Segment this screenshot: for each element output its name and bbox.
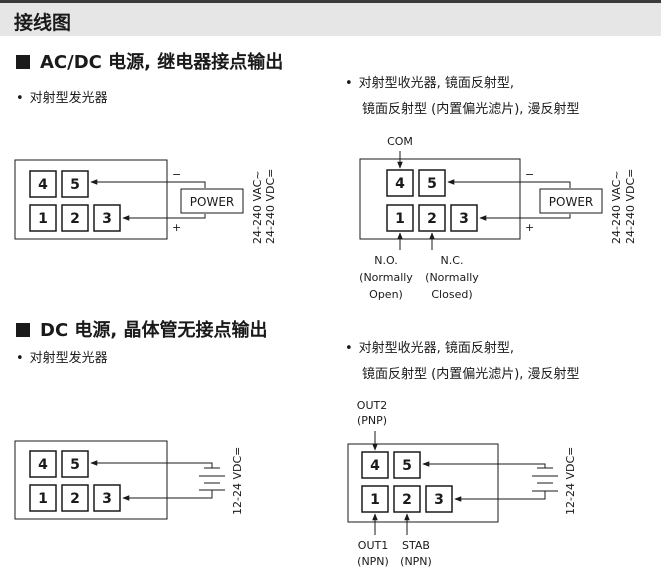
terminal-2-label: 2	[70, 491, 80, 507]
square-bullet-icon	[16, 55, 30, 69]
terminal-box	[418, 204, 446, 232]
terminal-1-label: 1	[395, 211, 405, 227]
sensor-body	[14, 440, 168, 520]
voltage-label-ac: 24-240 VAC~	[251, 170, 264, 244]
terminal-box	[361, 485, 389, 513]
section-title-acdc: AC/DC 电源, 继电器接点输出	[16, 48, 283, 74]
wire-terminal-5	[90, 460, 213, 468]
terminal-4-label: 4	[370, 458, 380, 474]
terminal-box	[361, 451, 389, 479]
nc-label-line3: Closed)	[431, 288, 472, 301]
wire-terminal-5	[422, 461, 546, 468]
terminal-1-label: 1	[38, 491, 48, 507]
terminal-1-label: 1	[38, 211, 48, 227]
out2-label-line2: (PNP)	[357, 414, 387, 427]
battery-icon	[532, 467, 558, 492]
wire-terminal-3	[479, 214, 571, 221]
terminal-5-label: 5	[70, 457, 80, 473]
terminal-5-label: 5	[70, 177, 80, 193]
voltage-label-dc: 24-240 VDC=	[264, 169, 277, 244]
terminal-4-label: 4	[38, 457, 48, 473]
terminal-5-label: 5	[427, 176, 437, 192]
nc-label: N.C.	[441, 254, 464, 267]
power-label: POWER	[190, 195, 234, 209]
no-label-line2: (Normally	[359, 271, 413, 284]
bullet-emitter-dc: •对射型发光器	[16, 351, 108, 366]
terminal-box	[29, 484, 57, 512]
page-title: 接线图	[14, 12, 72, 34]
terminal-box	[61, 484, 89, 512]
power-supply-box	[539, 188, 603, 214]
bullet-receiver-acdc: •对射型收光器, 镜面反射型,	[345, 76, 515, 91]
stab-label-line2: (NPN)	[400, 555, 432, 568]
terminal-box	[29, 204, 57, 232]
page-header: 接线图	[0, 0, 661, 36]
wire-terminal-3	[122, 490, 213, 501]
terminal-box	[386, 204, 414, 232]
bullet-emitter-acdc: •对射型发光器	[16, 91, 108, 106]
power-label: POWER	[549, 195, 593, 209]
voltage-label-ac: 24-240 VAC~	[610, 170, 623, 244]
terminal-box	[61, 450, 89, 478]
terminal-box	[425, 485, 453, 513]
power-supply-box	[180, 188, 244, 214]
wire-terminal-3	[122, 214, 206, 221]
terminal-5-label: 5	[402, 458, 412, 474]
terminal-2-label: 2	[70, 211, 80, 227]
battery-icon	[199, 467, 225, 491]
wire-terminal-3	[454, 491, 546, 502]
terminal-box	[418, 169, 446, 197]
terminal-box	[61, 204, 89, 232]
section-title-dc: DC 电源, 晶体管无接点输出	[16, 316, 268, 342]
terminal-1-label: 1	[370, 492, 380, 508]
bullet-receiver-dc: •对射型收光器, 镜面反射型,	[345, 341, 515, 356]
out1-label: OUT1	[358, 539, 388, 552]
stab-label: STAB	[402, 539, 430, 552]
sensor-body	[14, 159, 168, 240]
terminal-box	[93, 484, 121, 512]
voltage-label-dc: 12-24 VDC=	[564, 447, 577, 515]
wire-terminal-5	[90, 179, 206, 188]
terminal-box	[450, 204, 478, 232]
diagram-dc-receiver	[347, 431, 558, 535]
diagram-acdc-receiver	[359, 151, 603, 250]
minus-sign: −	[172, 168, 181, 181]
terminal-3-label: 3	[459, 211, 469, 227]
terminal-3-label: 3	[434, 492, 444, 508]
terminal-box	[393, 451, 421, 479]
terminal-2-label: 2	[402, 492, 412, 508]
terminal-box	[29, 450, 57, 478]
sensor-body	[347, 443, 499, 523]
voltage-label-dc: 24-240 VDC=	[624, 169, 637, 244]
no-label: N.O.	[374, 254, 397, 267]
terminal-box	[61, 170, 89, 198]
terminal-box	[386, 169, 414, 197]
bullet-receiver-dc-line2: 镜面反射型 (内置偏光滤片), 漫反射型	[362, 367, 580, 382]
wire-terminal-5	[447, 179, 571, 188]
no-label-line3: Open)	[369, 288, 403, 301]
diagram-dc-emitter	[14, 440, 225, 520]
plus-sign: +	[172, 221, 181, 234]
plus-sign: +	[525, 221, 534, 234]
sensor-body	[359, 158, 521, 240]
terminal-3-label: 3	[102, 491, 112, 507]
out1-label-line2: (NPN)	[357, 555, 389, 568]
nc-label-line2: (Normally	[425, 271, 479, 284]
terminal-box	[29, 170, 57, 198]
out2-label: OUT2	[357, 399, 387, 412]
terminal-box	[393, 485, 421, 513]
voltage-label-dc: 12-24 VDC=	[231, 447, 244, 515]
terminal-4-label: 4	[38, 177, 48, 193]
terminal-4-label: 4	[395, 176, 405, 192]
terminal-box	[93, 204, 121, 232]
minus-sign: −	[525, 168, 534, 181]
com-label: COM	[387, 135, 413, 148]
square-bullet-icon	[16, 323, 30, 337]
diagram-acdc-emitter	[14, 159, 244, 240]
terminal-3-label: 3	[102, 211, 112, 227]
terminal-2-label: 2	[427, 211, 437, 227]
bullet-receiver-acdc-line2: 镜面反射型 (内置偏光滤片), 漫反射型	[362, 102, 580, 117]
